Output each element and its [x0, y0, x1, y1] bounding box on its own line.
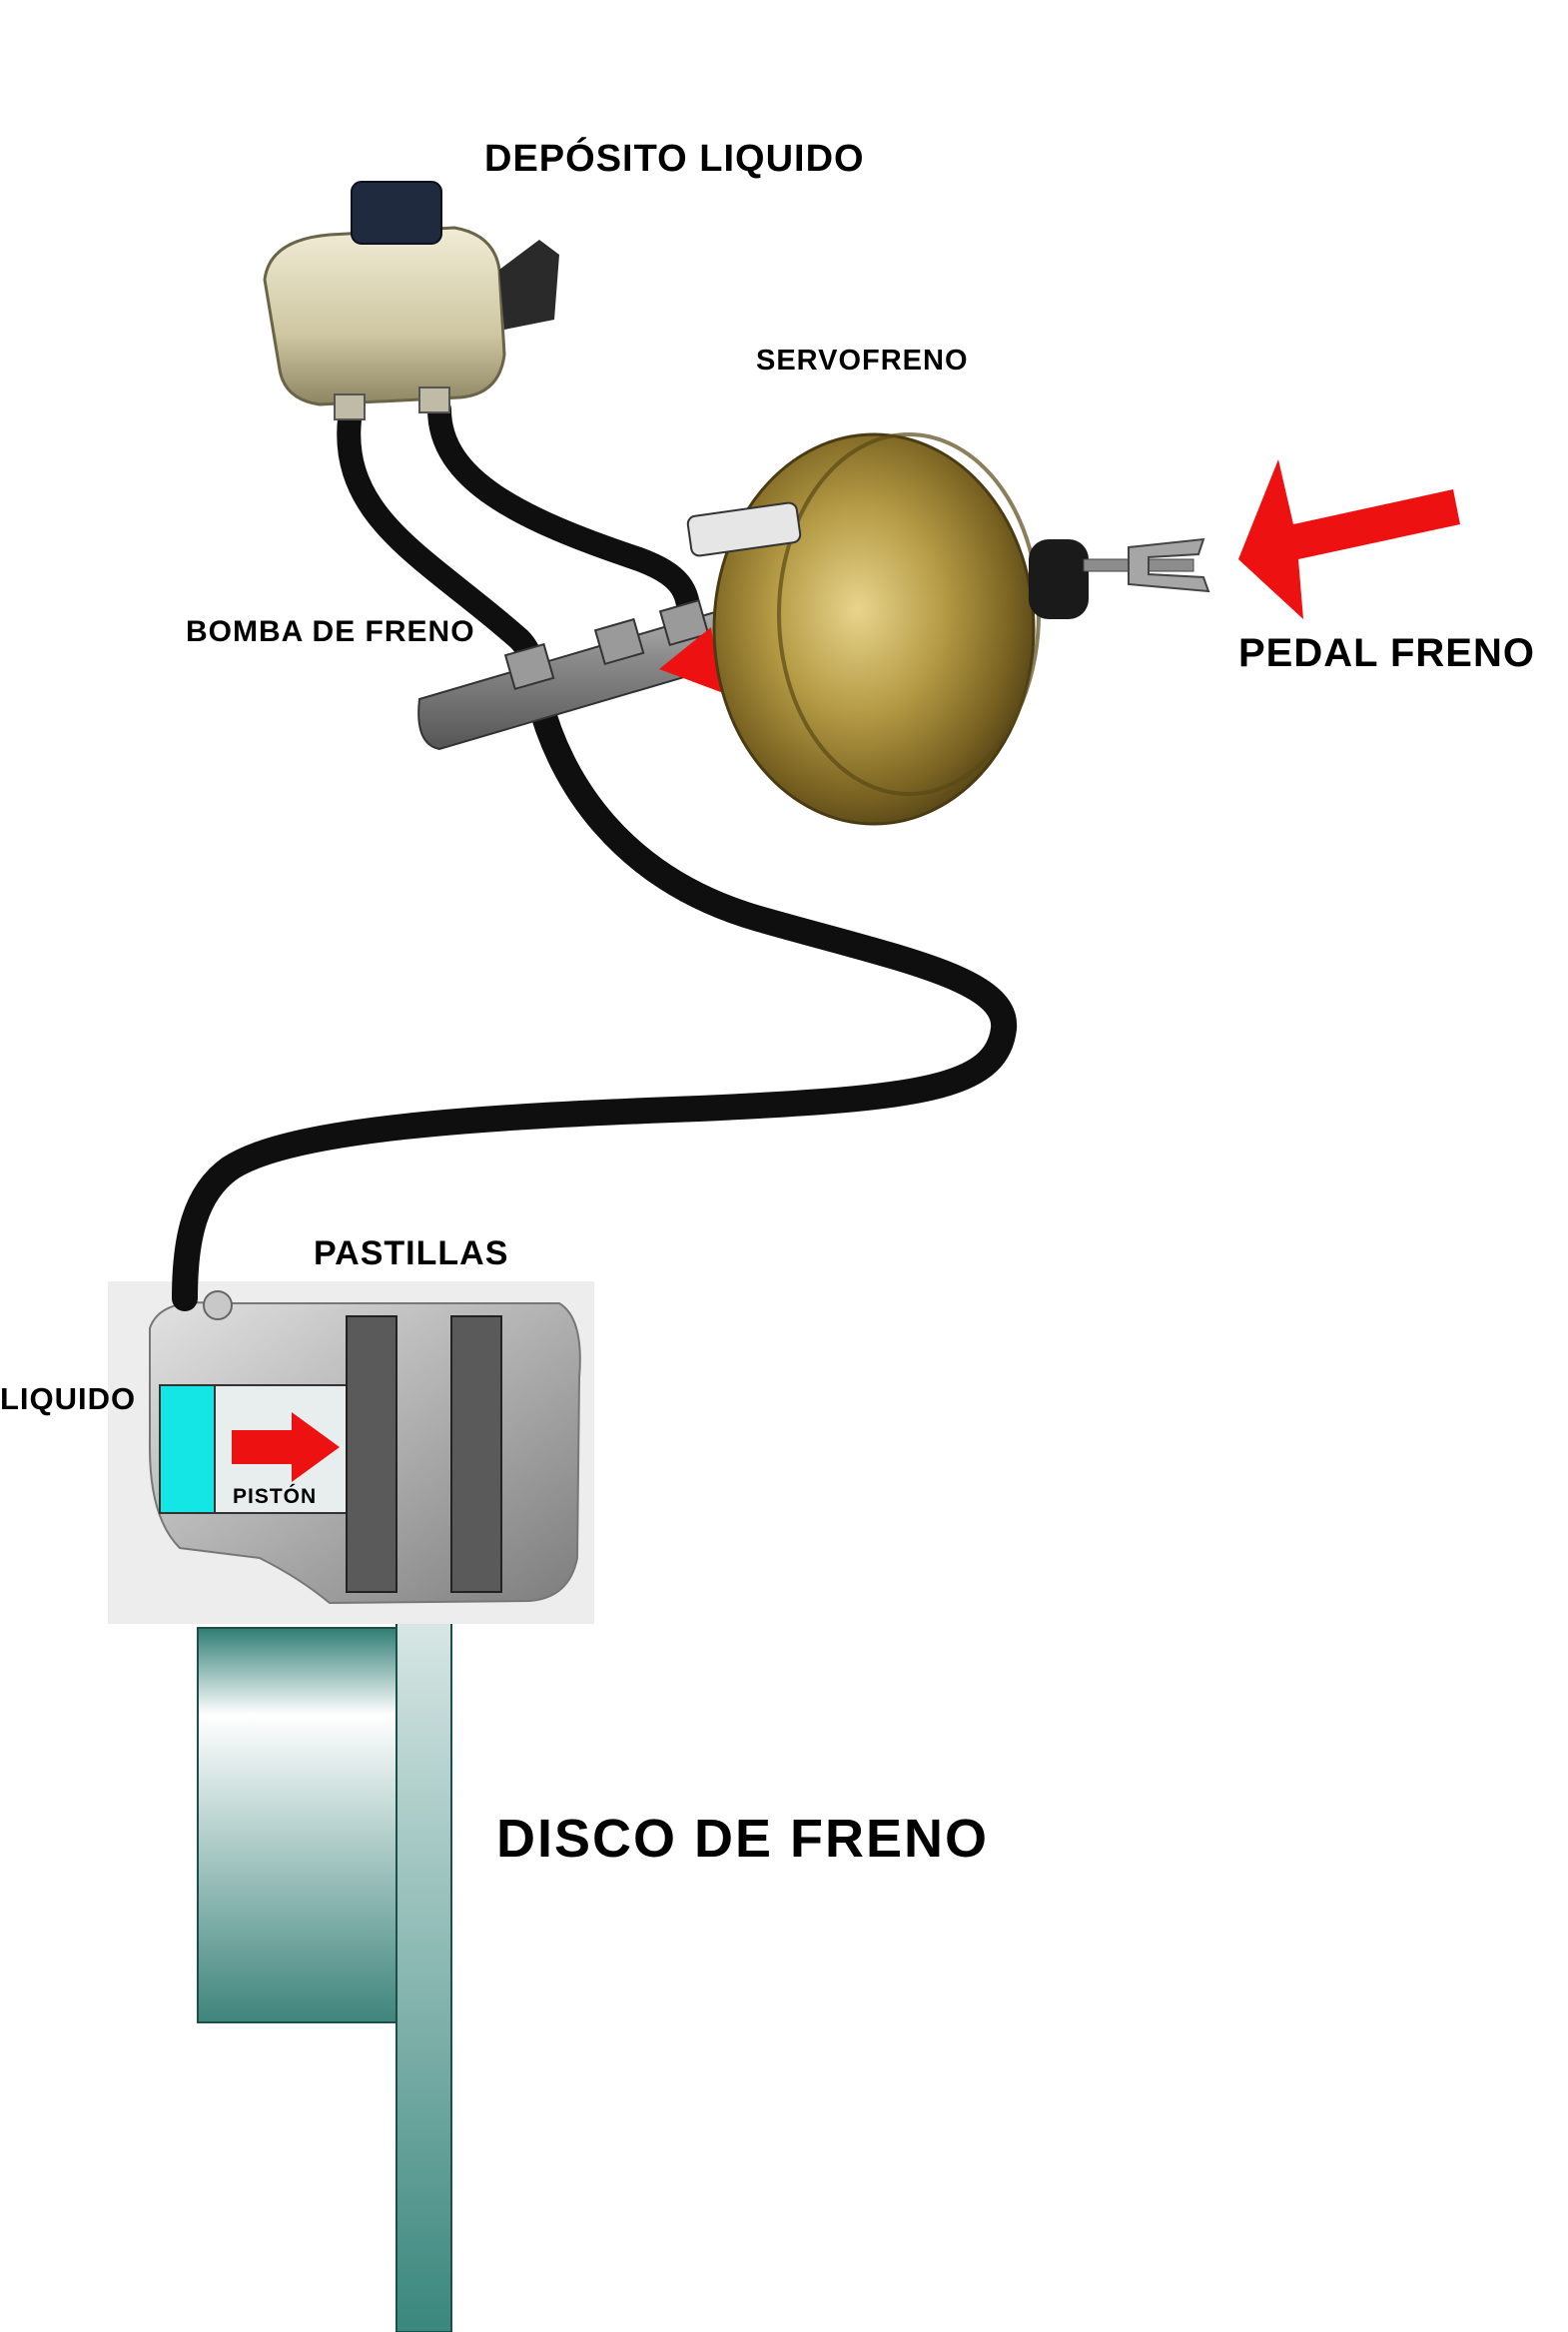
pedal-force-arrow — [1238, 459, 1460, 619]
master-cylinder-port-2 — [593, 617, 645, 666]
pushrod-clevis — [1128, 537, 1210, 593]
brake-booster — [686, 432, 1210, 826]
label-brake-disc: DISCO DE FRENO — [496, 1809, 990, 1869]
label-brake-fluid: LIQUIDO — [0, 1381, 137, 1416]
fluid-reservoir — [263, 181, 559, 420]
brake-pad-inner — [346, 1315, 397, 1593]
master-cylinder-port-3 — [658, 598, 710, 647]
label-brake-booster: SERVOFRENO — [756, 345, 969, 377]
reservoir-tank — [263, 226, 506, 406]
label-piston: PISTÓN — [233, 1485, 318, 1508]
label-master-cylinder: BOMBA DE FRENO — [186, 615, 475, 648]
label-brake-pads: PASTILLAS — [314, 1234, 509, 1272]
brake-caliper — [108, 1281, 594, 1624]
brake-line-to-caliper — [172, 686, 1018, 1311]
piston-push-arrow — [232, 1412, 340, 1482]
booster-boot — [1029, 539, 1089, 619]
label-fluid-reservoir: DEPÓSITO LIQUIDO — [484, 138, 865, 180]
reservoir-nipple-right — [418, 387, 450, 413]
label-brake-pedal: PEDAL FRENO — [1238, 631, 1535, 675]
disc-hub — [197, 1627, 398, 2023]
master-cylinder-port-1 — [503, 642, 555, 691]
booster-check-valve — [686, 501, 802, 557]
reservoir-hose-right — [427, 397, 701, 631]
reservoir-cap — [351, 181, 442, 245]
bleed-valve — [203, 1290, 233, 1320]
reservoir-nipple-left — [334, 393, 366, 420]
booster-shell — [712, 432, 1036, 826]
reservoir-bracket — [499, 240, 559, 330]
fluid-chamber — [159, 1384, 216, 1514]
brake-pad-outer — [450, 1315, 502, 1593]
